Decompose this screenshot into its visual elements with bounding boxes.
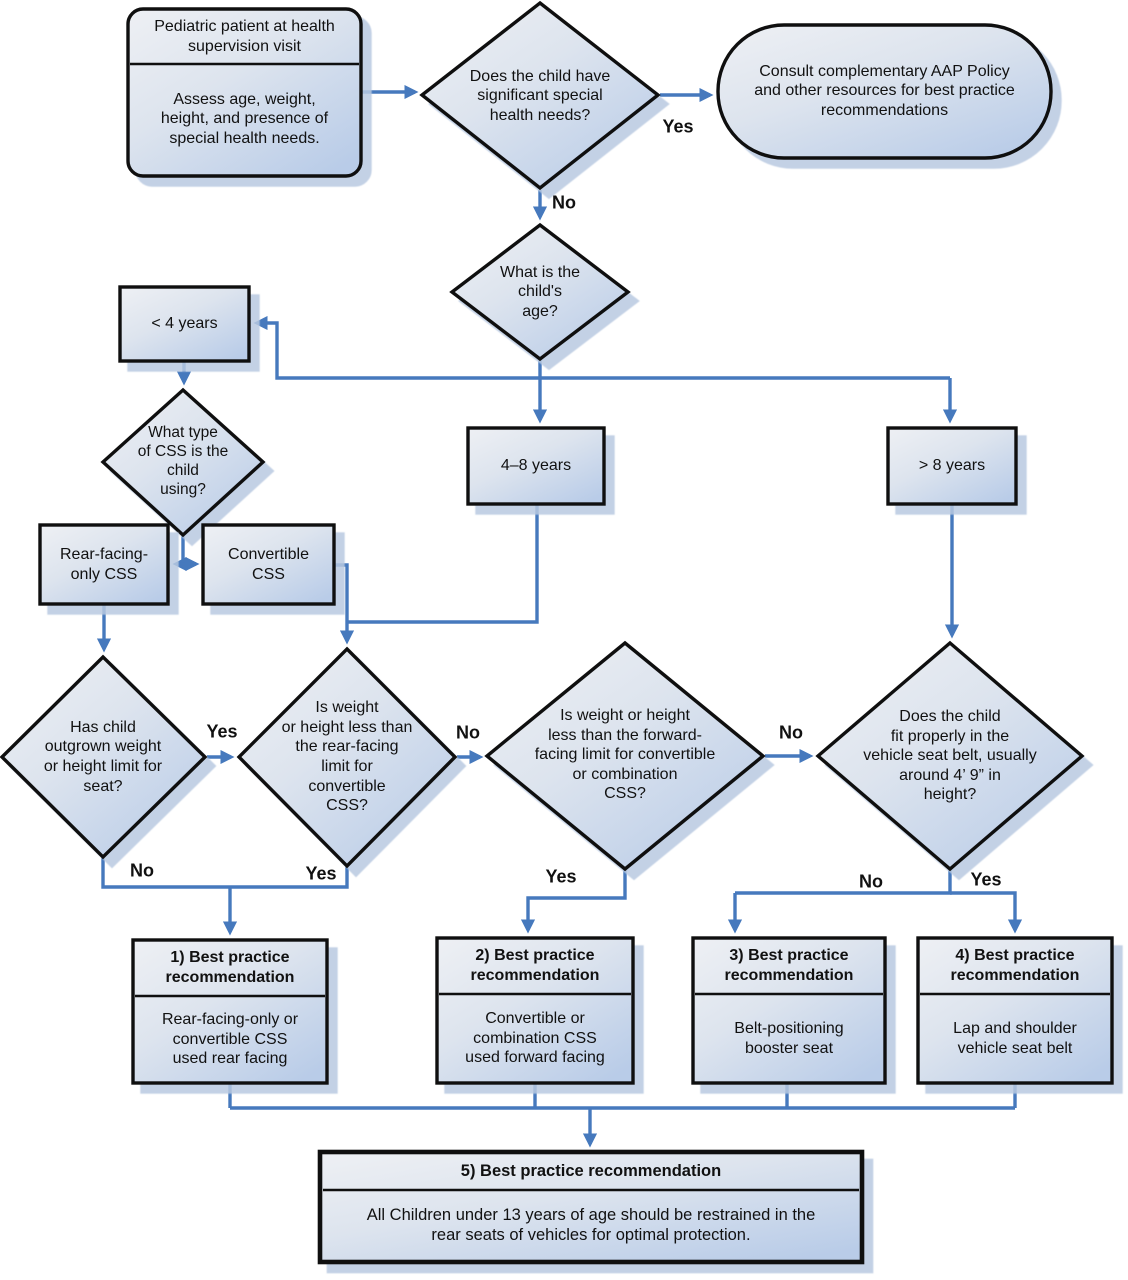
age-lt4-box-label: < 4 years bbox=[151, 315, 218, 333]
rec4-body: Lap and shoulder vehicle seat belt bbox=[953, 1019, 1077, 1057]
outgrown-decision-shape bbox=[0, 654, 208, 860]
rear-facing-only-box-shape bbox=[38, 523, 170, 606]
edge-label-belt-fit-no: No bbox=[859, 871, 883, 892]
rec2-box-shape bbox=[435, 936, 635, 1085]
edge-label-belt-fit-yes: Yes bbox=[970, 869, 1002, 890]
consult-aap-terminal-shape bbox=[716, 23, 1053, 160]
age-4-8-box-label: 4–8 years bbox=[500, 457, 572, 475]
special-needs-decision-label: Does the child have significant special … bbox=[469, 67, 611, 124]
css-type-decision-label: What type of CSS is the child using? bbox=[137, 424, 229, 498]
start-node-shape bbox=[126, 7, 363, 178]
rear-limit-decision-shape bbox=[236, 646, 458, 869]
edge-label-outgrown-no: No bbox=[130, 860, 154, 881]
convertible-box-label: Convertible CSS bbox=[228, 545, 309, 583]
special-needs-decision-shape bbox=[419, 0, 661, 191]
age-decision-shape bbox=[449, 222, 631, 362]
rec1-box-shape bbox=[131, 938, 329, 1085]
belt-fit-decision-shape bbox=[815, 640, 1085, 872]
rec3-box-shape bbox=[691, 936, 887, 1085]
rec4-box-shape bbox=[916, 936, 1114, 1085]
edge-label-forward-limit-no: No bbox=[779, 722, 803, 743]
consult-aap-terminal-label: Consult complementary AAP Policy and oth… bbox=[754, 62, 1015, 119]
edge-label-forward-limit-yes: Yes bbox=[545, 866, 577, 887]
rec1-header: 1) Best practice recommendation bbox=[165, 949, 295, 986]
forward-limit-decision-label: Is weight or height less than the forwar… bbox=[534, 707, 716, 803]
start-node-body: Assess age, weight, height, and presence… bbox=[160, 90, 329, 147]
belt-fit-decision-label: Does the child fit properly in the vehic… bbox=[863, 708, 1037, 804]
age-gt8-box-label: > 8 years bbox=[918, 457, 986, 475]
age-gt8-box-shape bbox=[886, 426, 1018, 506]
convertible-box-shape bbox=[201, 523, 336, 606]
css-type-decision-shape bbox=[100, 387, 266, 538]
rec3-body: Belt-positioning booster seat bbox=[734, 1019, 844, 1057]
rec5-body: All Children under 13 years of age shoul… bbox=[366, 1205, 816, 1244]
rec4-header: 4) Best practice recommendation bbox=[950, 947, 1080, 984]
outgrown-decision-label: Has child outgrown weight or height limi… bbox=[43, 718, 163, 795]
rear-facing-only-box-label: Rear-facing- only CSS bbox=[59, 545, 149, 583]
forward-limit-decision-shape bbox=[484, 640, 766, 872]
edge-label-outgrown-yes: Yes bbox=[206, 721, 238, 742]
age-4-8-box-shape bbox=[466, 426, 606, 506]
rec2-header: 2) Best practice recommendation bbox=[470, 947, 600, 984]
rear-limit-decision-label: Is weight or height less than the rear-f… bbox=[281, 699, 413, 815]
edge-label-special-needs-yes: Yes bbox=[662, 116, 694, 137]
rec1-body: Rear-facing-only or convertible CSS used… bbox=[161, 1011, 299, 1068]
rec5-header: 5) Best practice recommendation bbox=[460, 1162, 722, 1181]
edge-label-rear-limit-yes: Yes bbox=[305, 863, 337, 884]
edge-label-special-needs-no: No bbox=[552, 192, 576, 213]
age-decision-label: What is the child's age? bbox=[499, 263, 581, 320]
flow-connectors bbox=[96, 84, 1023, 1148]
edge-label-rear-limit-no: No bbox=[456, 722, 480, 743]
rec5-box-shape bbox=[317, 1149, 865, 1265]
rec3-header: 3) Best practice recommendation bbox=[724, 947, 854, 984]
age-lt4-box-shape bbox=[118, 285, 251, 363]
rec2-body: Convertible or combination CSS used forw… bbox=[465, 1010, 605, 1067]
start-node-header: Pediatric patient at health supervision … bbox=[154, 18, 335, 55]
